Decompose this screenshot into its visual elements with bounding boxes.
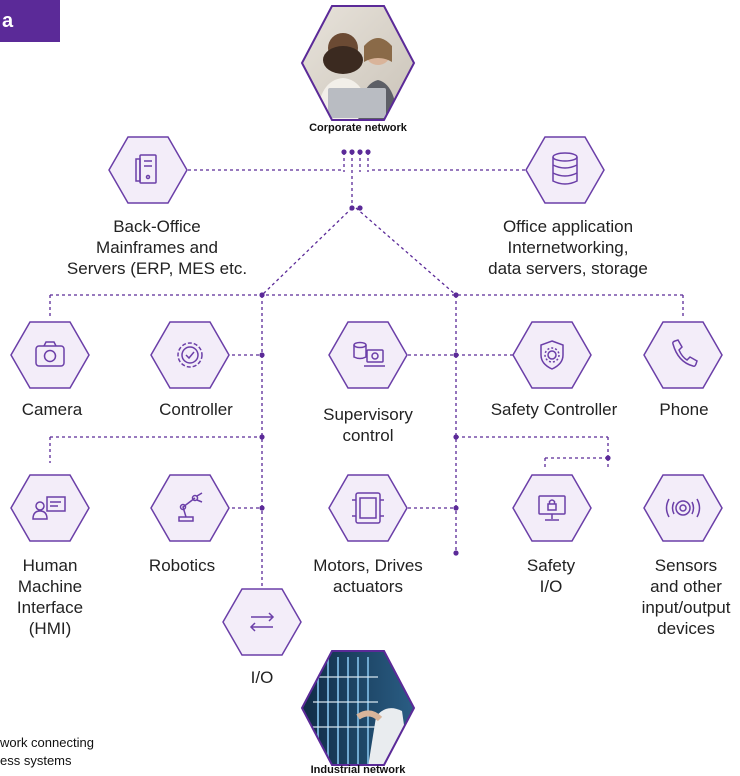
sensor-signal-icon: [642, 473, 724, 543]
camera-icon: [9, 320, 91, 390]
camera-label: Camera: [21, 400, 83, 419]
io-arrows-icon: [221, 587, 303, 657]
safety-lock-monitor-icon: [511, 473, 593, 543]
gear-check-icon: [149, 320, 231, 390]
robot-arm-icon: [149, 473, 231, 543]
caption-text: work connecting ess systems: [0, 735, 94, 768]
corporate-network-photo: [298, 2, 418, 124]
robotics-label: Robotics: [148, 556, 216, 575]
industrial-network-photo: [298, 647, 418, 769]
io-label: I/O: [250, 668, 274, 687]
industrial-network-label: Industrial network: [310, 764, 406, 776]
hmi-presentation-icon: [9, 473, 91, 543]
badge-label: a: [2, 9, 14, 32]
section-badge: a: [0, 0, 60, 42]
shield-gear-icon: [511, 320, 593, 390]
phone-label: Phone: [659, 400, 709, 419]
safety-controller-label: Safety Controller: [490, 400, 618, 419]
controller-label: Controller: [159, 400, 233, 419]
server-icon: [107, 135, 189, 205]
motor-frame-icon: [327, 473, 409, 543]
phone-icon: [642, 320, 724, 390]
corporate-network-label: Corporate network: [309, 122, 407, 134]
database-icon: [524, 135, 606, 205]
supervisory-monitor-icon: [327, 320, 409, 390]
